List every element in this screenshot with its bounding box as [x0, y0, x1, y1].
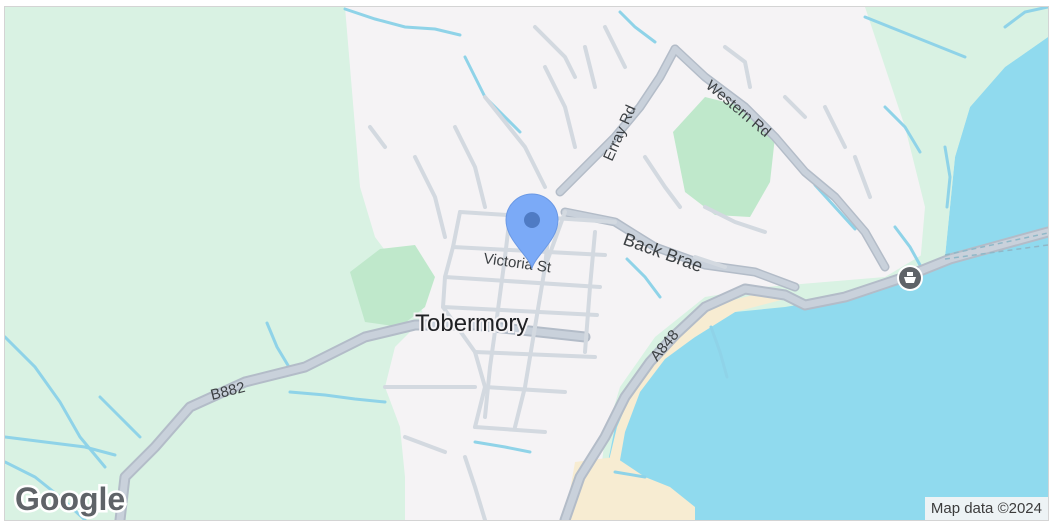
- road-b882: [116, 321, 589, 520]
- map-canvas[interactable]: Victoria St Back Brae Erray Rd Western R…: [5, 7, 1048, 520]
- google-logo: Google: [15, 481, 125, 517]
- beach-south: [565, 457, 695, 520]
- water-area: [605, 37, 1048, 520]
- park-area-west: [350, 245, 435, 327]
- road-a848: [561, 228, 1048, 520]
- ferry-terminal-icon[interactable]: [897, 265, 923, 291]
- road-erray-rd: [557, 46, 678, 195]
- coast-greenspace: [905, 7, 1048, 265]
- streams: [5, 7, 1048, 520]
- park-area: [673, 97, 775, 217]
- road-western-rd: [672, 46, 888, 270]
- place-label-tobermory: Tobermory: [415, 310, 528, 337]
- roads: [116, 46, 1048, 520]
- urban-area: [345, 7, 935, 520]
- map-pin-icon[interactable]: [505, 193, 559, 270]
- map-attribution[interactable]: Map data ©2024: [924, 497, 1048, 520]
- map-view[interactable]: Victoria St Back Brae Erray Rd Western R…: [4, 6, 1049, 521]
